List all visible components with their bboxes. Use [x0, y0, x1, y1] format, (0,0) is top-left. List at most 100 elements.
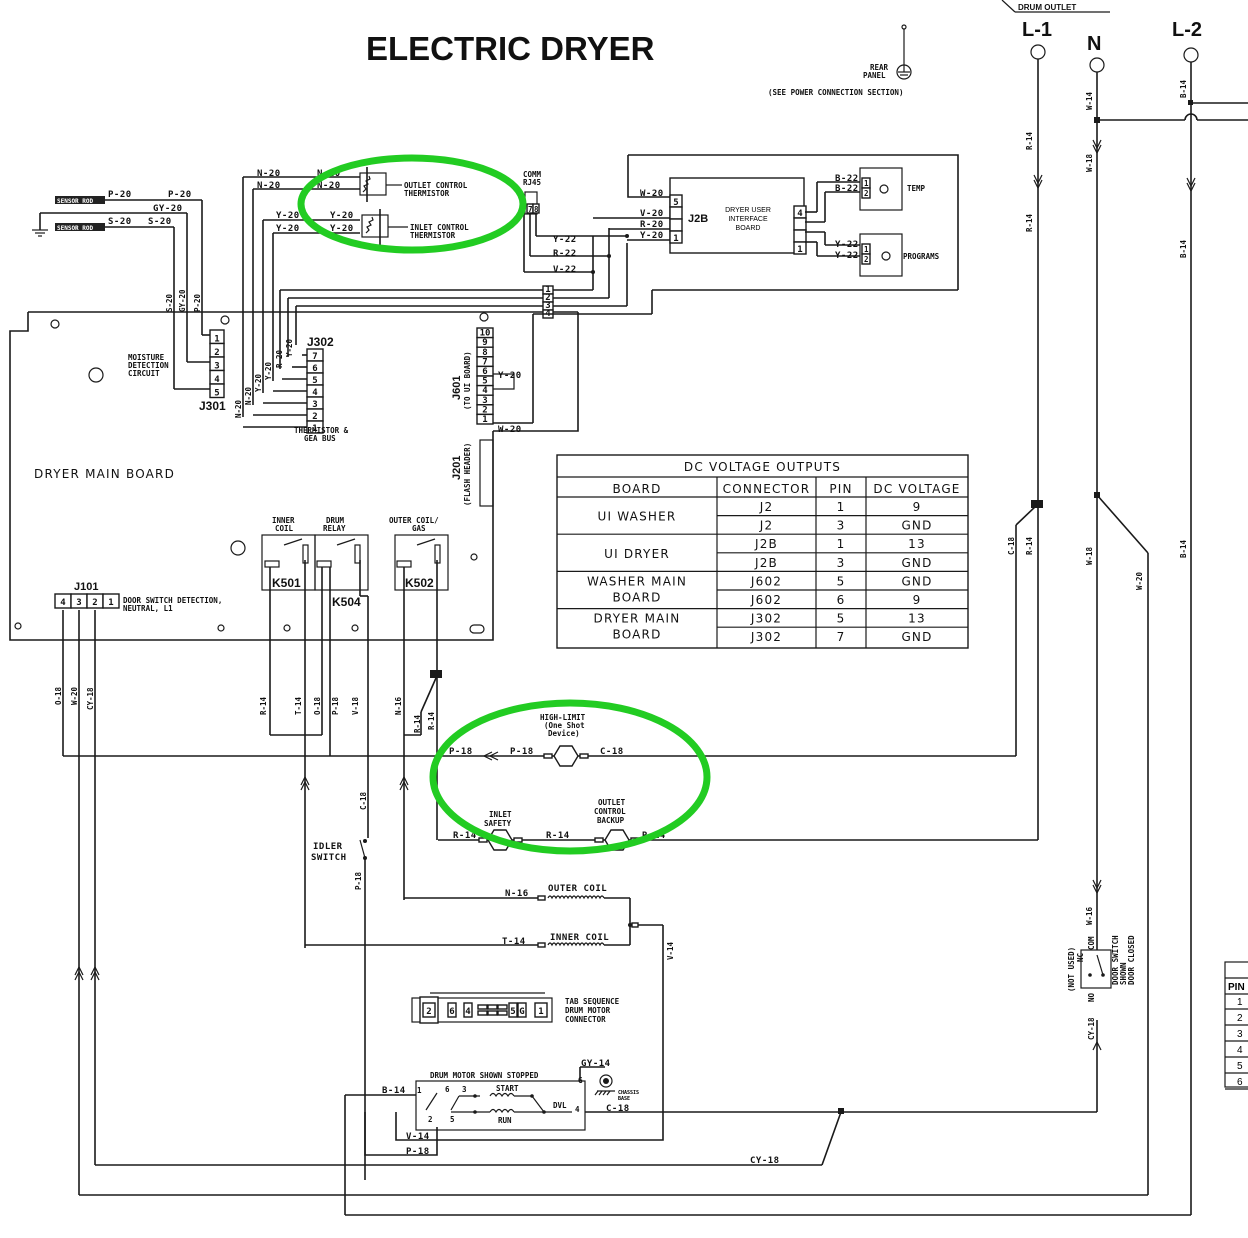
tab-pin	[463, 1002, 473, 1018]
svg-text:START: START	[496, 1084, 519, 1093]
svg-text:SAFETY: SAFETY	[484, 819, 512, 828]
svg-text:B-22: B-22	[835, 184, 859, 194]
svg-text:DRUM MOTOR SHOWN STOPPED: DRUM MOTOR SHOWN STOPPED	[430, 1071, 539, 1080]
j2b-right-pin-label: 1	[797, 245, 802, 255]
pin-row: 2	[1237, 1013, 1243, 1024]
svg-text:(TO UI BOARD): (TO UI BOARD)	[463, 351, 472, 410]
bus-pin-label: 3	[545, 301, 550, 311]
bus-pin-label: 1	[545, 285, 550, 295]
svg-text:R-14: R-14	[546, 831, 570, 841]
j301-pin-label: 1	[214, 335, 219, 345]
svg-text:R-22: R-22	[553, 249, 577, 259]
j601-pin-label: 1	[482, 415, 487, 425]
j601-pin-label: 3	[482, 396, 487, 406]
svg-text:8: 8	[534, 205, 539, 214]
svg-text:N-20: N-20	[234, 399, 243, 418]
power-terminal-l1: L-1	[1022, 19, 1052, 60]
j2b-right-pin	[793, 217, 807, 231]
svg-text:P-18: P-18	[449, 747, 473, 757]
drum-outlet-label: DRUM OUTLET	[1001, 0, 1110, 13]
svg-text:N-20: N-20	[257, 181, 281, 191]
svg-text:THERMISTOR &: THERMISTOR &	[294, 426, 349, 435]
svg-text:W-18: W-18	[1085, 153, 1094, 172]
svg-text:C-18: C-18	[1007, 536, 1016, 555]
dc-table-cell: J602	[750, 593, 782, 607]
svg-text:SENSOR ROD: SENSOR ROD	[57, 225, 94, 232]
dc-table-cell: 9	[913, 593, 922, 607]
svg-text:R-14: R-14	[1025, 213, 1034, 232]
svg-text:CY-18: CY-18	[750, 1156, 780, 1166]
tab-pin	[447, 1002, 457, 1018]
svg-text:P-20: P-20	[168, 190, 192, 200]
svg-text:C-18: C-18	[359, 791, 368, 810]
dc-table-cell: 1	[837, 537, 846, 551]
svg-text:Y-22: Y-22	[553, 235, 577, 245]
tab-pin-label: 6	[449, 1007, 454, 1017]
svg-text:DETECTION: DETECTION	[128, 361, 169, 370]
svg-text:R-20: R-20	[640, 220, 664, 230]
svg-text:INLET CONTROL: INLET CONTROL	[410, 223, 469, 232]
power-terminal-n: N	[1087, 33, 1105, 73]
high-limit-thermostat: HIGH-LIMIT (One Shot Device) P-18 P-18 C…	[449, 713, 623, 767]
dc-table-cell: J302	[750, 630, 782, 644]
j101-pin-label: 1	[108, 598, 113, 608]
svg-text:P-18: P-18	[331, 696, 340, 715]
dc-table-cell: 13	[908, 612, 926, 626]
svg-text:P-20: P-20	[108, 190, 132, 200]
rear-panel-ground: REAR PANEL (SEE POWER CONNECTION SECTION…	[768, 24, 912, 97]
svg-text:N: N	[1087, 33, 1101, 55]
svg-text:OUTER COIL/: OUTER COIL/	[389, 516, 439, 525]
dc-table-cell: GND	[901, 519, 932, 533]
svg-text:W-20: W-20	[640, 189, 664, 199]
svg-text:GY-20: GY-20	[153, 204, 183, 214]
j2b-pin	[669, 206, 683, 220]
j601-pin	[476, 413, 494, 425]
svg-text:OUTLET: OUTLET	[598, 798, 626, 807]
svg-text:RJ45: RJ45	[523, 178, 541, 187]
dc-table-cell: J2	[759, 500, 774, 514]
svg-text:N-16: N-16	[394, 696, 403, 715]
j302-pin-label: 4	[312, 388, 318, 398]
tab-pin-label: 4	[465, 1007, 471, 1017]
svg-text:PROGRAMS: PROGRAMS	[903, 252, 940, 261]
svg-text:HIGH-LIMIT: HIGH-LIMIT	[540, 713, 586, 722]
tab-pin-label: 5	[510, 1007, 515, 1017]
main-board-label: DRYER MAIN BOARD	[34, 467, 175, 481]
svg-text:V-18: V-18	[351, 696, 360, 715]
svg-text:T-14: T-14	[502, 937, 526, 947]
dryer-main-board: DRYER MAIN BOARD	[9, 311, 579, 641]
dc-table-title: DC VOLTAGE OUTPUTS	[684, 460, 841, 474]
tab-pin-label: 2	[426, 1007, 431, 1017]
svg-text:Y-22: Y-22	[835, 240, 859, 250]
svg-text:CIRCUIT: CIRCUIT	[128, 369, 160, 378]
j101-pin-label: 3	[76, 598, 81, 608]
svg-text:TAB SEQUENCE: TAB SEQUENCE	[565, 997, 620, 1006]
pin-row: 4	[1237, 1045, 1243, 1056]
pin-row: 5	[1237, 1061, 1243, 1072]
svg-text:CY-18: CY-18	[1087, 1017, 1096, 1040]
svg-text:Y-20: Y-20	[276, 211, 300, 221]
svg-text:CONTROL: CONTROL	[594, 807, 626, 816]
svg-text:V-22: V-22	[553, 265, 577, 275]
thermistor-wiring: N-20 N-20 N-20 N-20 Y-20 Y-20 Y-20 Y-20 …	[234, 167, 469, 418]
svg-text:INTERFACE: INTERFACE	[728, 216, 768, 223]
dc-table-header: DC VOLTAGE	[873, 482, 960, 496]
j601-pin-label: 2	[482, 405, 487, 415]
svg-text:L-1: L-1	[1022, 19, 1052, 41]
dc-table-cell: 3	[837, 556, 846, 570]
svg-text:1: 1	[864, 179, 869, 188]
svg-text:RUN: RUN	[498, 1116, 512, 1125]
svg-text:W-20: W-20	[1135, 571, 1144, 590]
svg-text:J101: J101	[74, 581, 98, 593]
svg-text:OUTER COIL: OUTER COIL	[548, 884, 607, 894]
outer-coil: N-16 OUTER COIL	[404, 884, 631, 945]
dc-table-board: UI DRYER	[604, 547, 670, 561]
j301-pin	[209, 383, 225, 399]
j2b-pin	[669, 230, 683, 244]
svg-text:BOARD: BOARD	[736, 225, 761, 232]
svg-text:W-18: W-18	[1085, 546, 1094, 565]
